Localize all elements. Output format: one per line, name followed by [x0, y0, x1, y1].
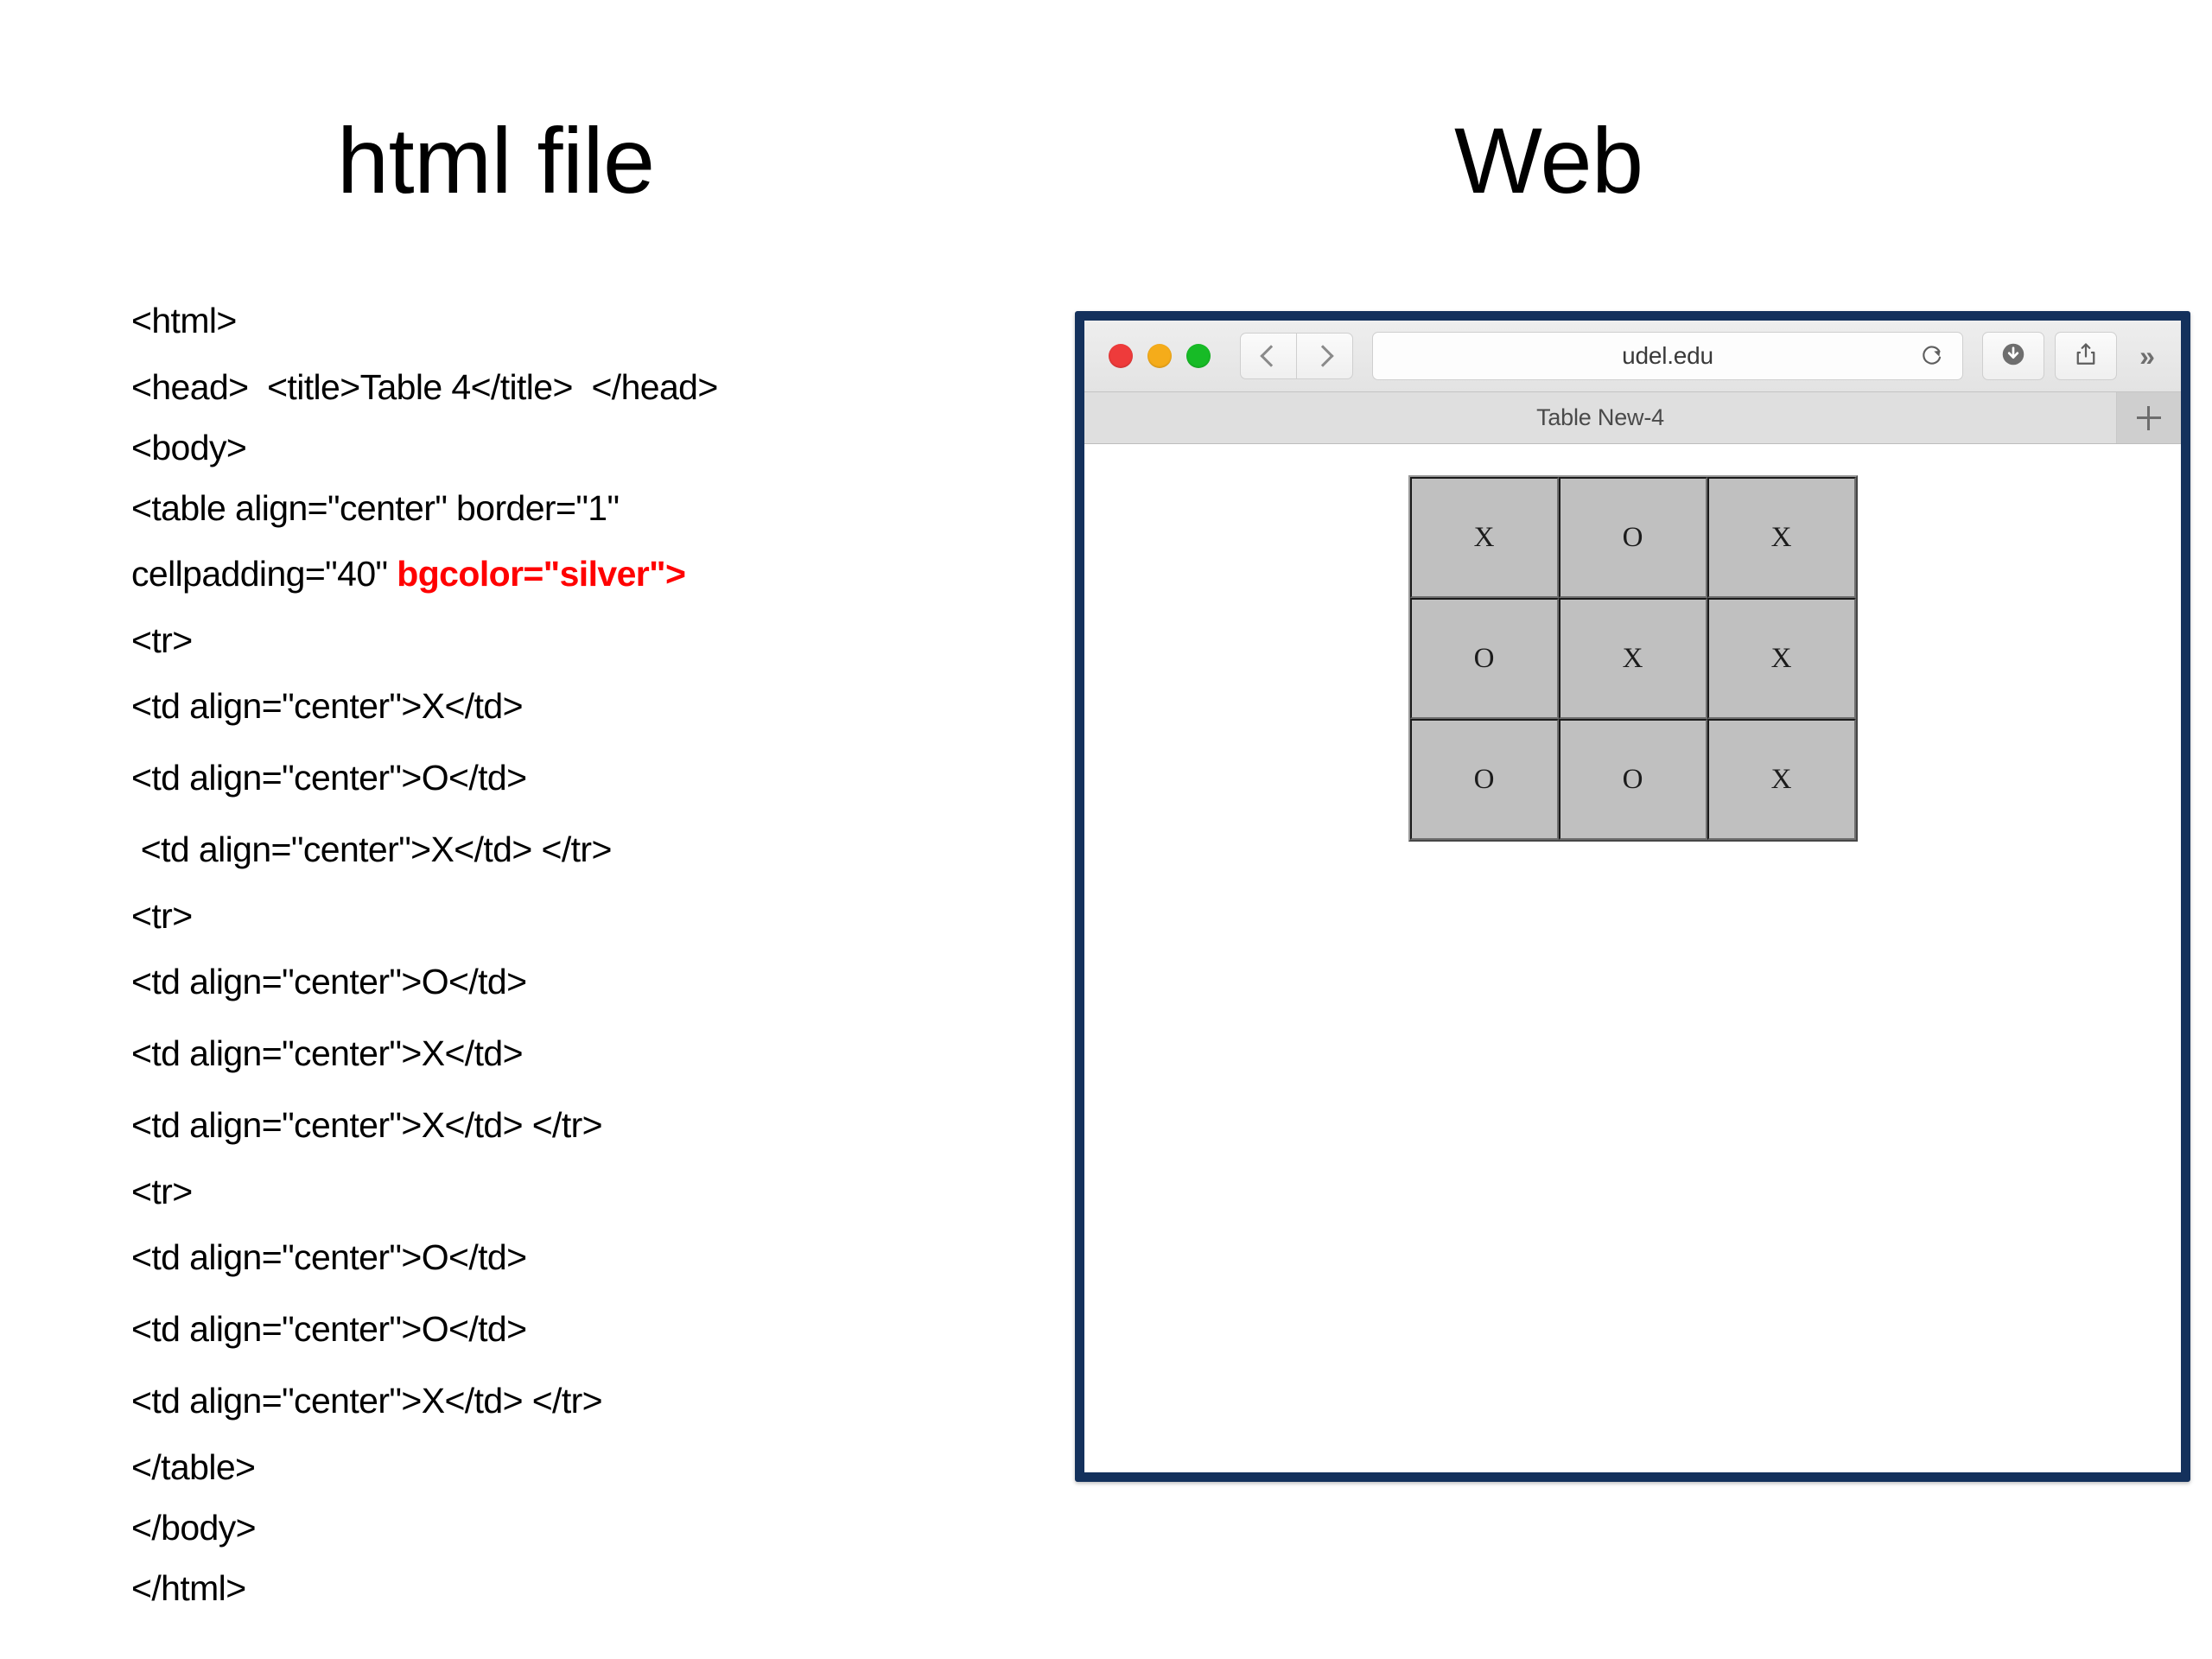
tab-title: Table New-4 — [1536, 404, 1664, 430]
address-text: udel.edu — [1622, 342, 1713, 369]
code-line: <td align="center">O</td> — [131, 962, 527, 1001]
code-line: <tr> — [131, 620, 193, 660]
tab-bar: Table New-4 — [1084, 392, 2181, 444]
code-line: <td align="center">O</td> — [131, 1309, 527, 1349]
table-cell: O — [1558, 477, 1707, 598]
minimize-button[interactable] — [1147, 344, 1172, 368]
code-line: </body> — [131, 1508, 257, 1548]
plus-icon — [2137, 405, 2161, 430]
back-button[interactable] — [1240, 333, 1296, 379]
chevron-right-icon — [1311, 345, 1334, 367]
address-bar[interactable]: udel.edu — [1372, 332, 1963, 380]
page-title-html-file: html file — [337, 108, 655, 213]
code-line: <td align="center">O</td> — [131, 1237, 527, 1277]
page-title-web: Web — [1454, 108, 1643, 213]
table-cell: O — [1409, 598, 1559, 719]
code-line: <td align="center">X</td> — [131, 686, 524, 726]
code-line: </table> — [131, 1447, 256, 1487]
reload-icon[interactable] — [1920, 345, 1943, 368]
download-button[interactable] — [1982, 332, 2044, 380]
more-toolbar-items-button[interactable]: » — [2139, 340, 2155, 372]
table-cell: X — [1707, 719, 1856, 840]
navigation-buttons — [1240, 333, 1353, 379]
code-line: <html> — [131, 301, 237, 340]
code-line: <table align="center" border="1" — [131, 488, 620, 528]
code-line: <td align="center">X</td> — [131, 1033, 524, 1073]
window-controls — [1109, 344, 1211, 368]
code-line: <td align="center">O</td> — [131, 758, 527, 798]
code-line: <td align="center">X</td> </tr> — [131, 830, 613, 869]
table-cell: X — [1707, 598, 1856, 719]
table-cell: X — [1409, 477, 1559, 598]
code-line: <td align="center">X</td> </tr> — [131, 1105, 603, 1145]
close-button[interactable] — [1109, 344, 1133, 368]
table-cell: O — [1558, 719, 1707, 840]
code-line: <td align="center">X</td> </tr> — [131, 1381, 603, 1421]
browser-window: udel.edu — [1075, 311, 2190, 1482]
download-icon — [1999, 340, 2027, 372]
code-line: <head> <title>Table 4</title> </head> — [131, 367, 718, 407]
forward-button[interactable] — [1296, 333, 1353, 379]
zoom-button[interactable] — [1186, 344, 1211, 368]
browser-toolbar: udel.edu — [1084, 321, 2181, 392]
code-text: cellpadding="40" — [131, 554, 397, 594]
share-icon — [2073, 341, 2099, 372]
code-line: cellpadding="40" bgcolor="silver"> — [131, 538, 995, 610]
table-cell: X — [1558, 598, 1707, 719]
new-tab-button[interactable] — [2117, 392, 2181, 443]
tab-table-new-4[interactable]: Table New-4 — [1084, 392, 2117, 443]
html-source-listing: <html> <head> <title>Table 4</title> </he… — [131, 285, 995, 1618]
share-button[interactable] — [2055, 332, 2117, 380]
code-line: <tr> — [131, 1172, 193, 1211]
code-line: </html> — [131, 1568, 246, 1608]
chevron-left-icon — [1259, 345, 1282, 367]
code-line: <body> — [131, 428, 247, 467]
table-cell: O — [1409, 719, 1559, 840]
table-cell: X — [1707, 477, 1856, 598]
code-highlight: bgcolor="silver"> — [397, 554, 686, 594]
code-line: <tr> — [131, 896, 193, 936]
